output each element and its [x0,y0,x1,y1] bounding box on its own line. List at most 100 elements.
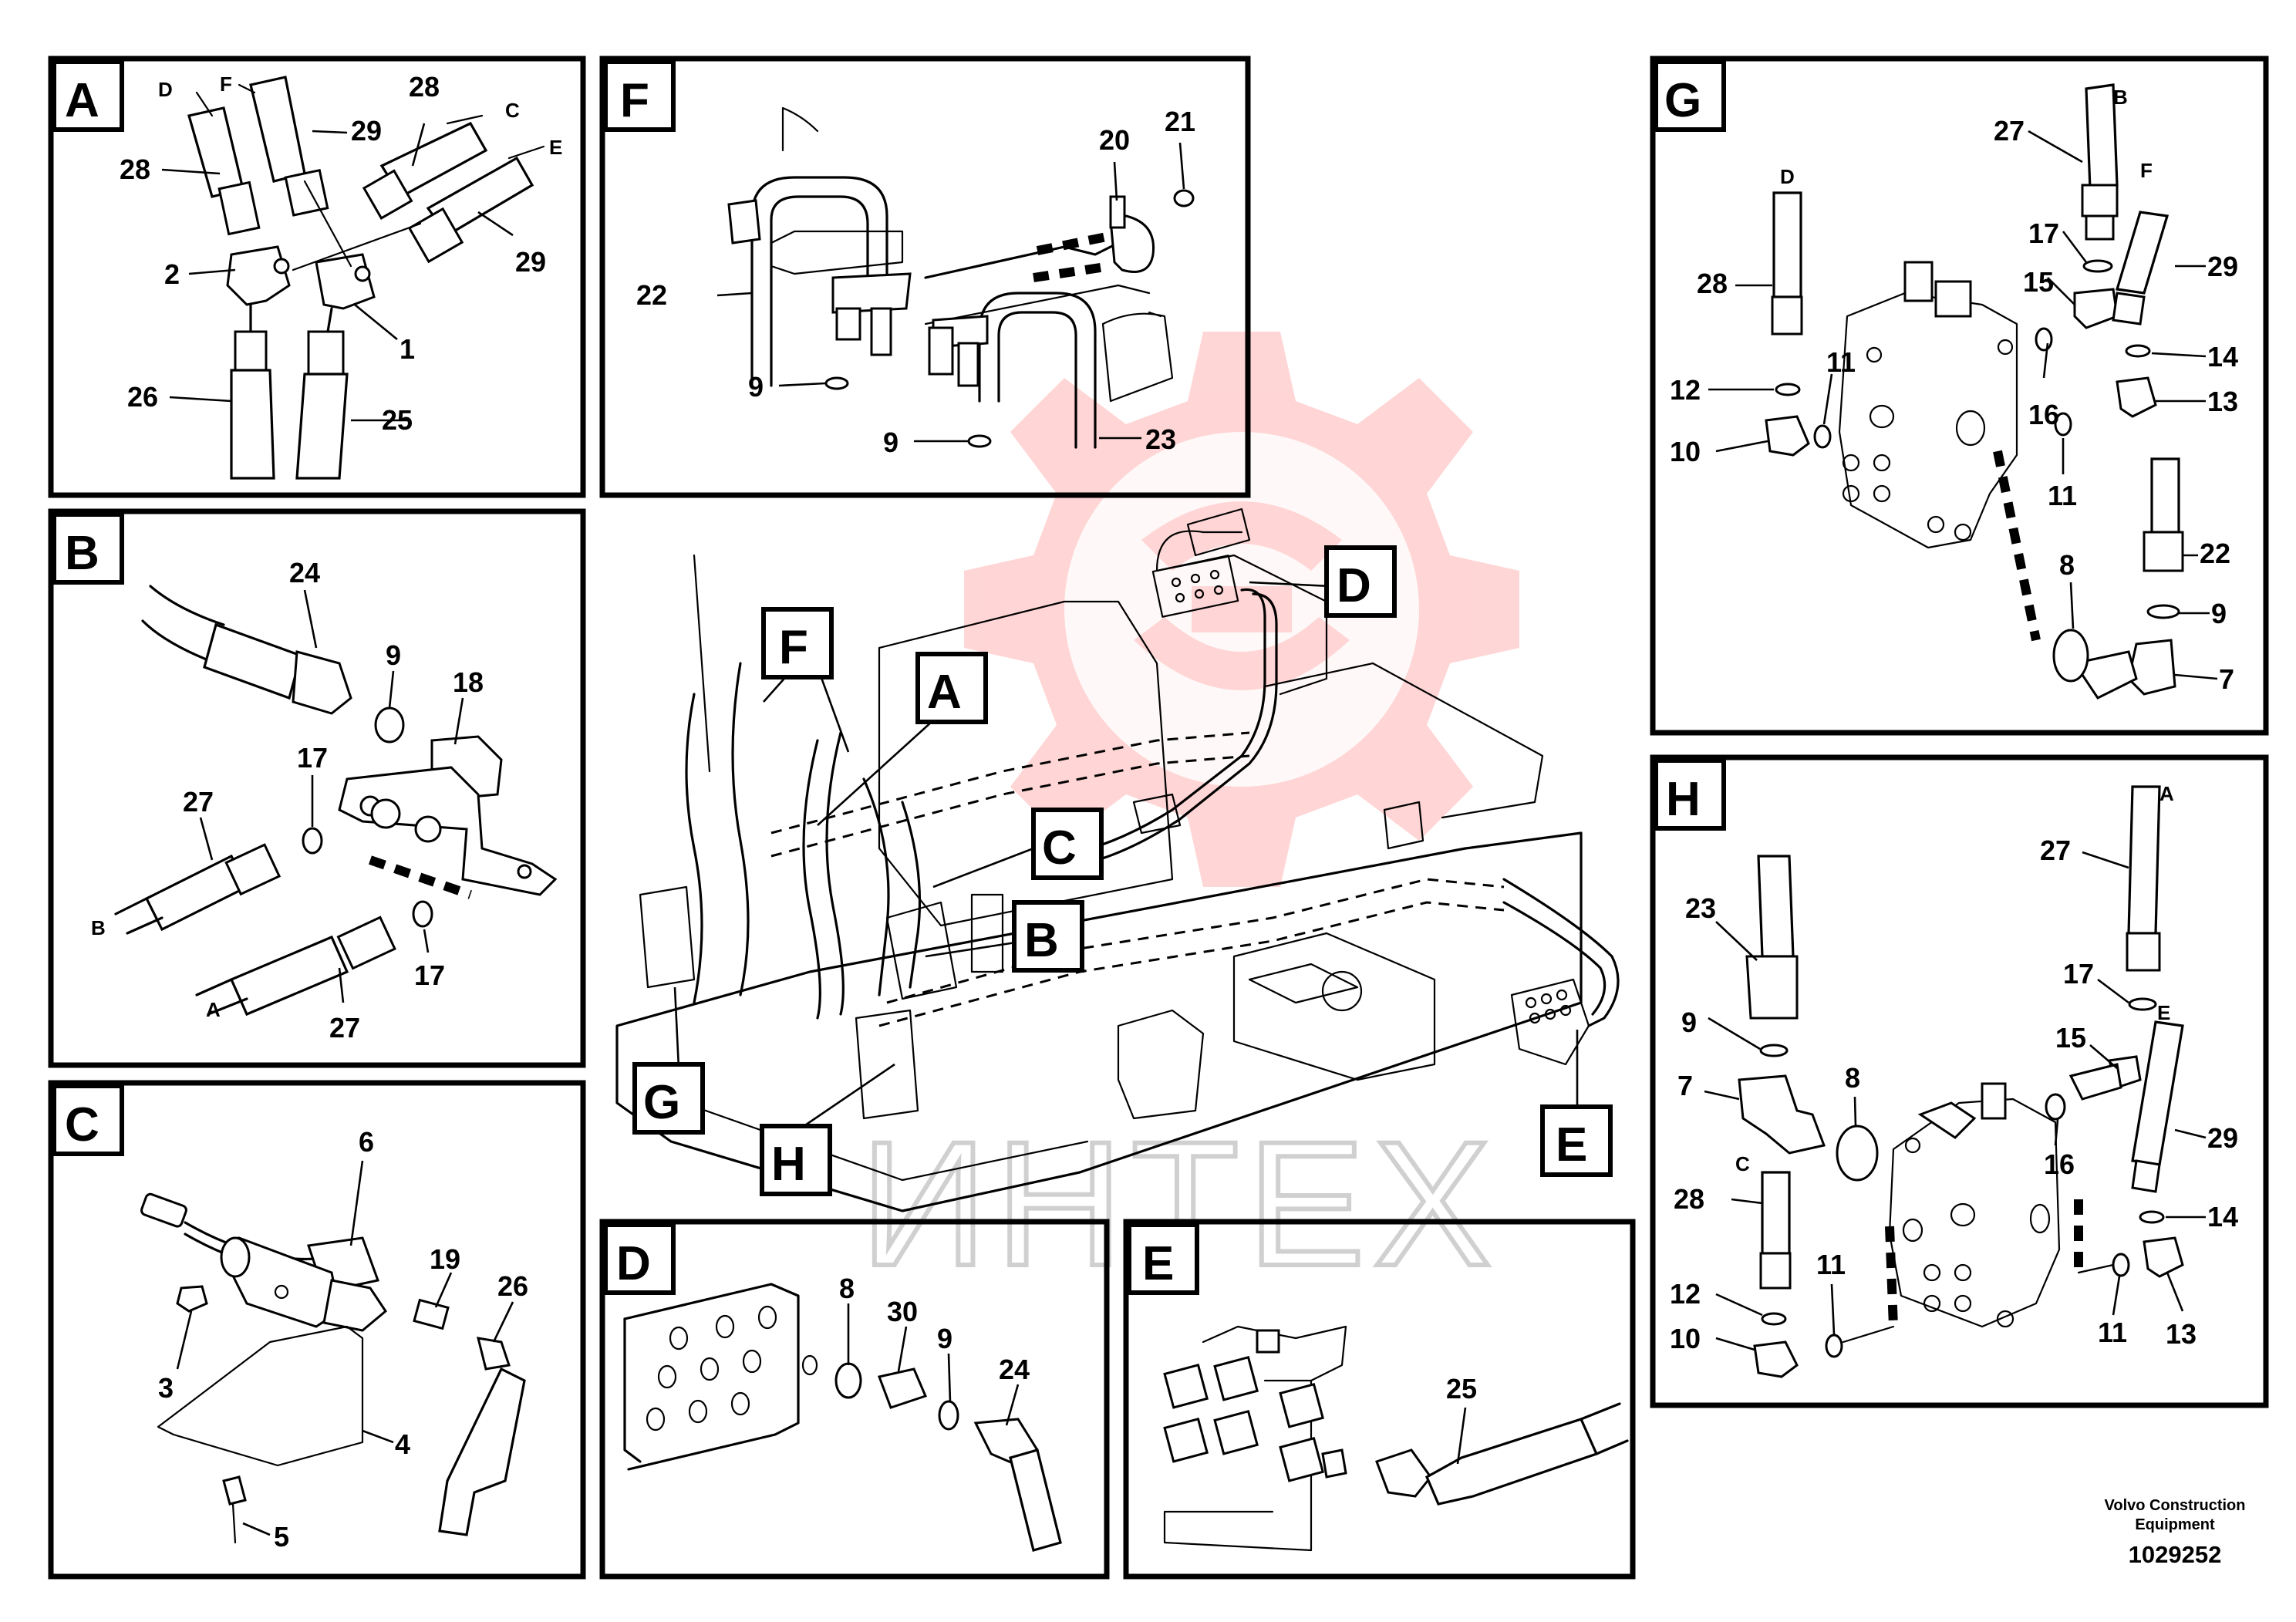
part-label: 22 [2200,538,2230,569]
panel-h-frame [1650,754,2269,1408]
panel-b-frame [48,508,586,1068]
part-label: 24 [999,1354,1030,1385]
panel-a-tag: A [65,74,99,127]
panel-g-drawing: 27 17 15 28 11 12 10 16 11 29 14 13 22 8… [1670,83,2238,700]
panel-c-drawing: 6 19 26 3 4 5 [140,1126,528,1553]
part-label: 23 [1145,423,1176,455]
part-label: 27 [329,1012,360,1044]
part-label: 17 [2063,958,2094,990]
part-label: 21 [1165,106,1195,137]
hose-end-label: A [206,998,221,1021]
part-label: 20 [1099,124,1130,156]
hose-end-label: F [220,73,232,96]
hose-end-label: E [549,136,562,159]
part-label: 11 [1826,346,1856,378]
part-label: 13 [2166,1318,2197,1350]
part-label: 9 [386,639,401,671]
part-label: 8 [1845,1062,1860,1094]
callouts: F A C B D G H E [632,545,1613,1196]
part-label: 19 [430,1243,460,1275]
part-label: 25 [1446,1373,1477,1404]
brand-line-2: Equipment [2135,1516,2215,1533]
callout-g: G [643,1076,680,1129]
part-label: 26 [127,381,158,413]
hose-end-label: F [2140,159,2153,182]
panel-b-tag: B [65,527,99,580]
part-label: 27 [183,786,214,818]
part-label: 5 [274,1521,289,1553]
part-label: 8 [2059,549,2075,581]
part-label: 29 [351,115,382,147]
panel-g-tag: G [1664,74,1701,127]
callout-d: D [1337,559,1371,612]
part-label: 11 [2048,480,2077,511]
hose-end-label: C [1735,1152,1750,1175]
hose-end-label: B [2113,86,2128,109]
panel-d-drawing: 8 30 9 24 [623,1273,1062,1552]
part-label: 10 [1670,1323,1701,1354]
panel-a-frame [48,56,586,498]
part-label: 9 [748,371,764,403]
part-label: 13 [2207,386,2238,417]
panel-f-tag: F [620,74,649,127]
panel-f-drawing: 20 21 22 9 9 23 [636,106,1195,458]
panel-e-frame [1123,1219,1636,1580]
hose-end-label: D [1780,165,1795,188]
part-label: 27 [2040,835,2071,866]
panel-h-drawing: 23 27 9 7 8 17 15 28 12 10 11 16 11 29 1… [1670,782,2238,1378]
panel-g-frame [1650,56,2269,736]
hose-end-label: A [2159,782,2174,805]
part-label: 7 [2219,663,2234,695]
watermark-gear-logo [964,332,1519,887]
part-label: 12 [1670,374,1701,406]
panel-d-tag: D [616,1237,651,1290]
part-label: 12 [1670,1278,1701,1310]
part-label: 24 [289,557,320,588]
part-label: 9 [937,1323,952,1354]
part-label: 11 [2098,1317,2127,1348]
part-label: 1 [400,333,415,365]
part-label: 28 [409,71,440,103]
callout-c: C [1042,821,1077,875]
part-label: 6 [359,1126,374,1158]
hose-end-label: E [2157,1001,2170,1024]
part-label: 9 [1681,1007,1697,1038]
panel-f-frame [599,56,1251,498]
callout-b: B [1024,914,1059,967]
part-label: 22 [636,279,667,311]
part-number: 1029252 [2129,1541,2222,1568]
callout-f: F [779,621,808,674]
part-label: 17 [414,959,445,991]
callout-h: H [771,1138,806,1191]
part-label: 14 [2207,1201,2238,1233]
part-label: 3 [158,1372,174,1404]
part-label: 4 [395,1428,410,1460]
part-label: 17 [297,742,328,774]
panel-tags: A B C F D E G H [52,59,1726,1295]
hose-end-label: D [158,78,173,101]
hose-end-label: C [505,99,520,122]
part-label: 2 [164,258,180,290]
part-label: 9 [883,427,899,458]
part-label: 10 [1670,436,1701,467]
part-label: 8 [839,1273,855,1304]
panel-e-drawing: 25 [1163,1325,1629,1552]
panel-e-tag: E [1142,1237,1174,1290]
part-label: 9 [2211,598,2227,629]
callout-e: E [1556,1118,1587,1172]
part-label: 28 [1674,1183,1704,1215]
hose-end-label: B [91,916,106,939]
footer: Volvo Construction Equipment 1029252 [2105,1497,2246,1568]
part-label: 18 [453,666,484,698]
part-label: 28 [120,153,150,185]
panel-d-frame [599,1219,1110,1580]
part-label: 29 [515,246,546,278]
part-label: 29 [2207,251,2238,282]
part-label: 15 [2055,1022,2086,1054]
part-label: 30 [887,1296,918,1327]
brand-line-1: Volvo Construction [2105,1497,2246,1514]
part-label: 27 [1994,115,2025,147]
part-label: 16 [2028,399,2059,430]
part-label: 15 [2023,266,2054,298]
